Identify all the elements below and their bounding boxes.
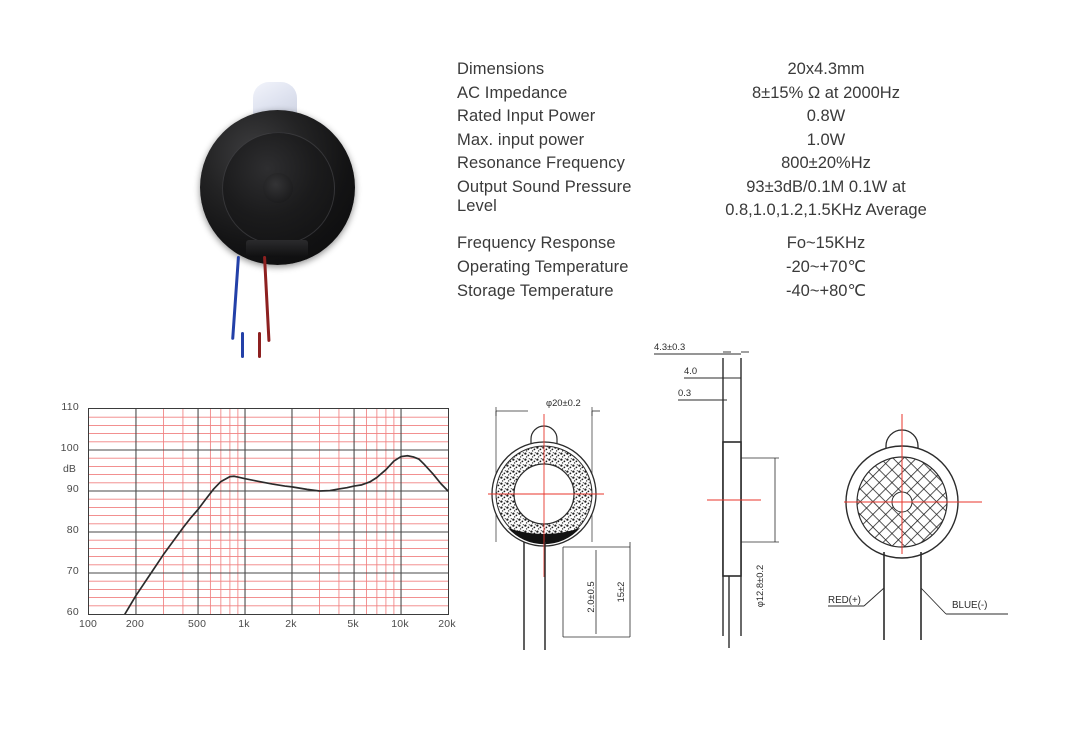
chart-y-tick: 100 — [60, 442, 79, 454]
spec-value: -20~+70℃ — [785, 258, 866, 276]
spec-row: AC Impedance 8±15% Ω at 2000Hz — [457, 84, 987, 108]
spec-row: Frequency Response Fo~15KHz — [457, 234, 987, 258]
spec-row: Operating Temperature -20~+70℃ — [457, 257, 987, 281]
front-view-drawing: φ20±0.2 2.0±0.5 15±2 — [488, 397, 631, 650]
lead-wire-red — [263, 255, 271, 342]
svg-text:φ20±0.2: φ20±0.2 — [546, 397, 581, 408]
chart-x-tick: 1k — [238, 618, 250, 630]
spec-label: Output Sound Pressure Level — [457, 177, 632, 215]
chart-x-tick: 10k — [391, 618, 409, 630]
lead-wire-blue — [231, 255, 240, 340]
spec-label: Dimensions — [457, 60, 545, 78]
chart-y-tick: 70 — [66, 565, 79, 577]
chart-y-tick: 90 — [66, 483, 79, 495]
chart-plot-area — [88, 408, 449, 615]
svg-text:4.3±0.3: 4.3±0.3 — [654, 341, 685, 352]
front-view-lead-dimensions: 2.0±0.5 15±2 — [562, 542, 631, 638]
spec-value: 20x4.3mm — [787, 60, 865, 78]
speaker-cone — [222, 132, 335, 245]
svg-text:15±2: 15±2 — [615, 582, 626, 603]
spec-row: Resonance Frequency 800±20%Hz — [457, 154, 987, 178]
chart-x-tick: 100 — [78, 618, 98, 630]
svg-text:4.0: 4.0 — [684, 365, 697, 376]
spec-row: Rated Input Power 0.8W — [457, 107, 987, 131]
spl-curve — [124, 454, 448, 614]
spec-row: Max. input power 1.0W — [457, 131, 987, 155]
spec-label: Operating Temperature — [457, 258, 629, 276]
spec-label: Max. input power — [457, 130, 585, 149]
chart-svg — [89, 409, 448, 614]
product-photo — [175, 70, 385, 380]
svg-text:0.3: 0.3 — [678, 387, 691, 398]
chart-y-tick: 60 — [66, 606, 79, 618]
speaker-body — [200, 110, 355, 265]
specification-table: Dimensions 20x4.3mm AC Impedance 8±15% Ω… — [457, 60, 987, 304]
chart-x-tick: 5k — [347, 618, 359, 630]
chart-y-tick: 80 — [66, 524, 79, 536]
rear-view-blue-label: BLUE(-) — [952, 600, 987, 611]
spec-value: 0.8,1.0,1.2,1.5KHz Average — [725, 201, 927, 219]
side-view-inner-diameter-dimension: φ12.8±0.2 — [741, 457, 779, 608]
spec-label: Frequency Response — [457, 233, 616, 252]
spec-row: Storage Temperature -40~+80℃ — [457, 281, 987, 305]
side-view-body — [722, 441, 742, 577]
speaker-dust-cap — [263, 173, 293, 203]
spec-row: Output Sound Pressure Level 93±3dB/0.1M … — [457, 177, 987, 215]
spec-label: AC Impedance — [457, 83, 568, 102]
spec-row-continuation: 0.8,1.0,1.2,1.5KHz Average — [457, 201, 987, 225]
spec-spacer — [457, 225, 987, 234]
spec-value: 0.8W — [806, 107, 846, 125]
lead-wire-red-lower — [258, 332, 261, 358]
spec-value: 93±3dB/0.1M 0.1W at — [746, 177, 906, 196]
spec-label: Resonance Frequency — [457, 154, 625, 172]
spec-value: 800±20%Hz — [781, 154, 871, 172]
chart-x-tick: 200 — [125, 618, 145, 630]
chart-x-tick: 500 — [187, 618, 207, 630]
side-view-drawing: 4.3±0.3 4.0 0.3 φ12.8±0.2 — [654, 341, 779, 648]
svg-text:2.0±0.5: 2.0±0.5 — [585, 581, 596, 612]
spec-row: Dimensions 20x4.3mm — [457, 60, 987, 84]
rear-view-red-label-group: RED(+) — [828, 587, 885, 607]
chart-x-tick: 2k — [285, 618, 297, 630]
rear-view-drawing: RED(+) BLUE(-) — [828, 414, 1008, 640]
svg-text:φ12.8±0.2: φ12.8±0.2 — [754, 565, 765, 608]
spec-value: 1.0W — [806, 130, 846, 149]
speaker-terminal-pad — [246, 240, 308, 257]
frequency-response-chart: 60 70 80 90 100 110 100 200 500 1k 2k 5k 10k 20k dB — [45, 396, 465, 636]
spec-value: 8±15% Ω at 2000Hz — [752, 83, 900, 102]
side-view-height-dimensions: 4.3±0.3 4.0 0.3 — [654, 341, 749, 401]
chart-y-axis-label: dB — [63, 462, 76, 475]
chart-y-tick: 110 — [61, 401, 79, 413]
spec-value: -40~+80℃ — [785, 281, 866, 300]
rear-view-blue-label-group: BLUE(-) — [920, 587, 1008, 615]
spec-label: Rated Input Power — [457, 107, 596, 125]
lead-wire-blue-lower — [241, 332, 244, 358]
chart-x-tick: 20k — [438, 618, 456, 630]
spec-label: Storage Temperature — [457, 281, 614, 300]
rear-view-red-label: RED(+) — [828, 595, 861, 606]
spec-value: Fo~15KHz — [786, 233, 866, 252]
